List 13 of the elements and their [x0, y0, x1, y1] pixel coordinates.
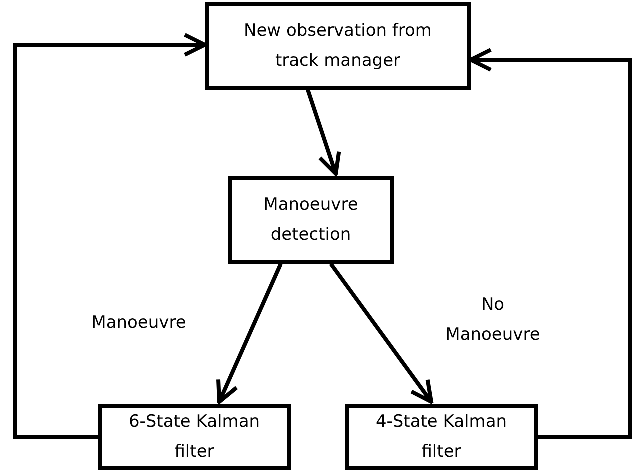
- arrow: [13, 33, 207, 439]
- box-label: New observation from track manager: [243, 20, 433, 73]
- process-box: [228, 176, 394, 264]
- process-box: [98, 404, 291, 470]
- box-label: 6-State Kalman filter: [128, 411, 262, 464]
- arrow: [216, 263, 283, 404]
- arrow: [469, 48, 632, 439]
- box-label: Manoeuvre detection: [262, 194, 360, 247]
- process-box: [205, 2, 471, 90]
- arrow: [329, 262, 434, 404]
- process-box: [345, 404, 538, 470]
- box-label: 4-State Kalman filter: [374, 411, 508, 464]
- arrow: [306, 89, 342, 176]
